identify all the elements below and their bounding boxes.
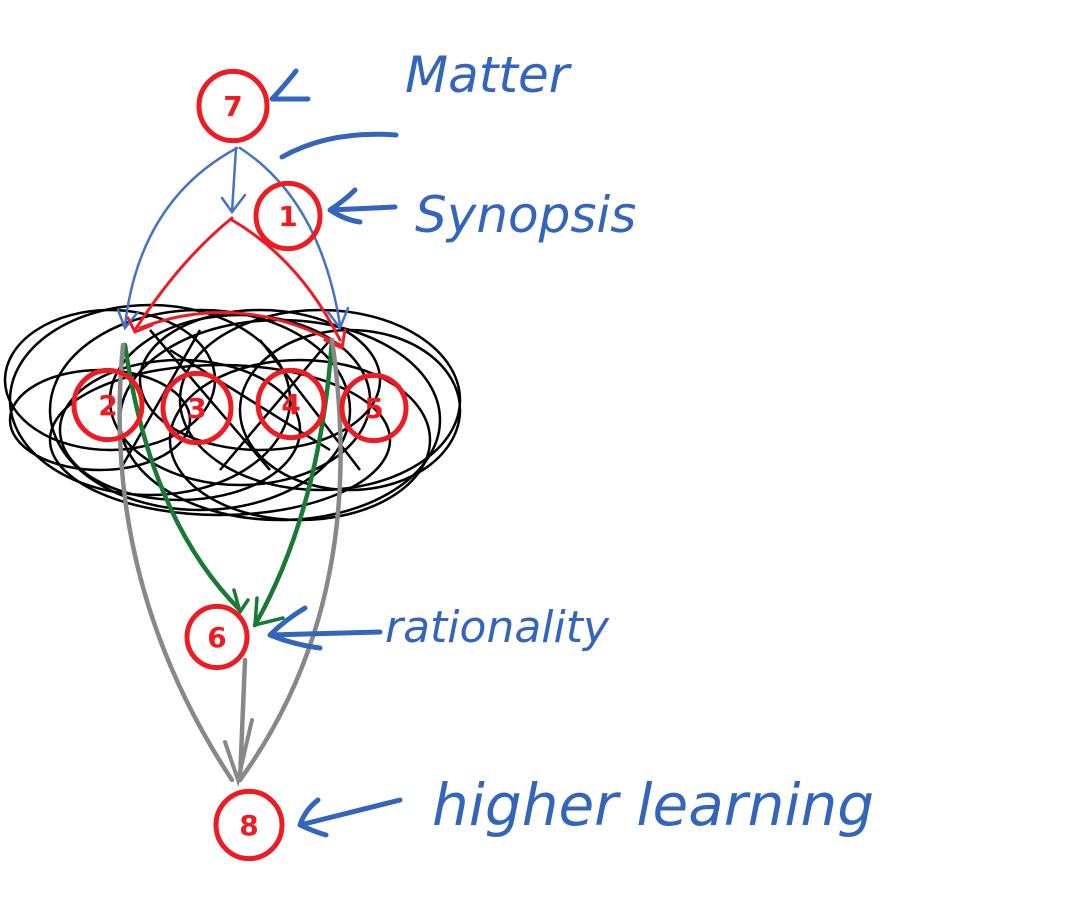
arrowhead [253,596,285,628]
edge-1-to-5 [230,218,342,342]
curve-stroke [279,131,399,160]
scribble-loop [178,308,462,492]
annotation-arrows [267,68,403,838]
node-label: 3 [187,392,206,425]
node-circle [160,370,234,446]
annotations: Matter Synopsis rationality higher learn… [385,46,874,839]
node-label: 6 [207,621,226,654]
arrow-to-6 [267,605,383,651]
node-label: 1 [278,200,297,233]
edge-7-to-2 [123,146,239,327]
node-2: 2 [71,367,145,443]
arrowhead [223,718,254,788]
annotation-synopsis: Synopsis [415,186,636,244]
node-circle [184,603,250,671]
edges [116,146,350,788]
node-circle [196,68,270,144]
arrowhead [220,193,247,215]
scribble-loop [48,363,392,517]
arrowhead [126,316,154,334]
arrowhead [232,588,250,617]
node-label: 5 [364,392,383,425]
node-label: 4 [281,388,300,421]
scribble-strokes [118,329,361,471]
edge-7-to-1 [230,146,238,214]
scribble-loop [138,308,382,452]
edge-7-to-5 [238,146,342,327]
edge-5-to-6 [252,337,335,628]
arrow-to-8 [297,797,403,838]
node-label: 8 [239,809,258,842]
node-circle [213,788,285,862]
node-8: 8 [213,788,285,862]
arrow-to-7 [269,68,311,102]
scribble-loop [48,308,352,512]
edge-5-to-8 [237,337,343,783]
arrowhead [326,306,350,331]
node-5: 5 [339,372,409,444]
node-7: 7 [196,68,270,144]
edge-2-to-5 [138,310,342,347]
scribble-loop [238,328,462,492]
arrow-to-1 [327,187,398,225]
annotation-higher-learning: higher learning [432,771,874,839]
node-label: 7 [223,90,242,123]
edge-2-to-8 [117,342,235,783]
node-3: 3 [160,370,234,446]
scribble-loop [108,313,372,487]
node-label: 2 [98,389,117,422]
node-circle [253,180,323,252]
node-circle [71,367,145,443]
edge-2-to-6 [122,342,243,613]
annotation-matter: Matter [405,46,573,104]
node-1: 1 [253,180,323,252]
annotation-rationality: rationality [385,602,610,653]
node-circle [255,367,327,441]
arrowhead [116,308,140,331]
node-4: 4 [255,367,327,441]
node-circle [339,372,409,444]
nodes: 7 1 2 3 4 5 6 8 [71,68,409,862]
node-6: 6 [184,603,250,671]
edge-1-to-2 [133,216,234,332]
